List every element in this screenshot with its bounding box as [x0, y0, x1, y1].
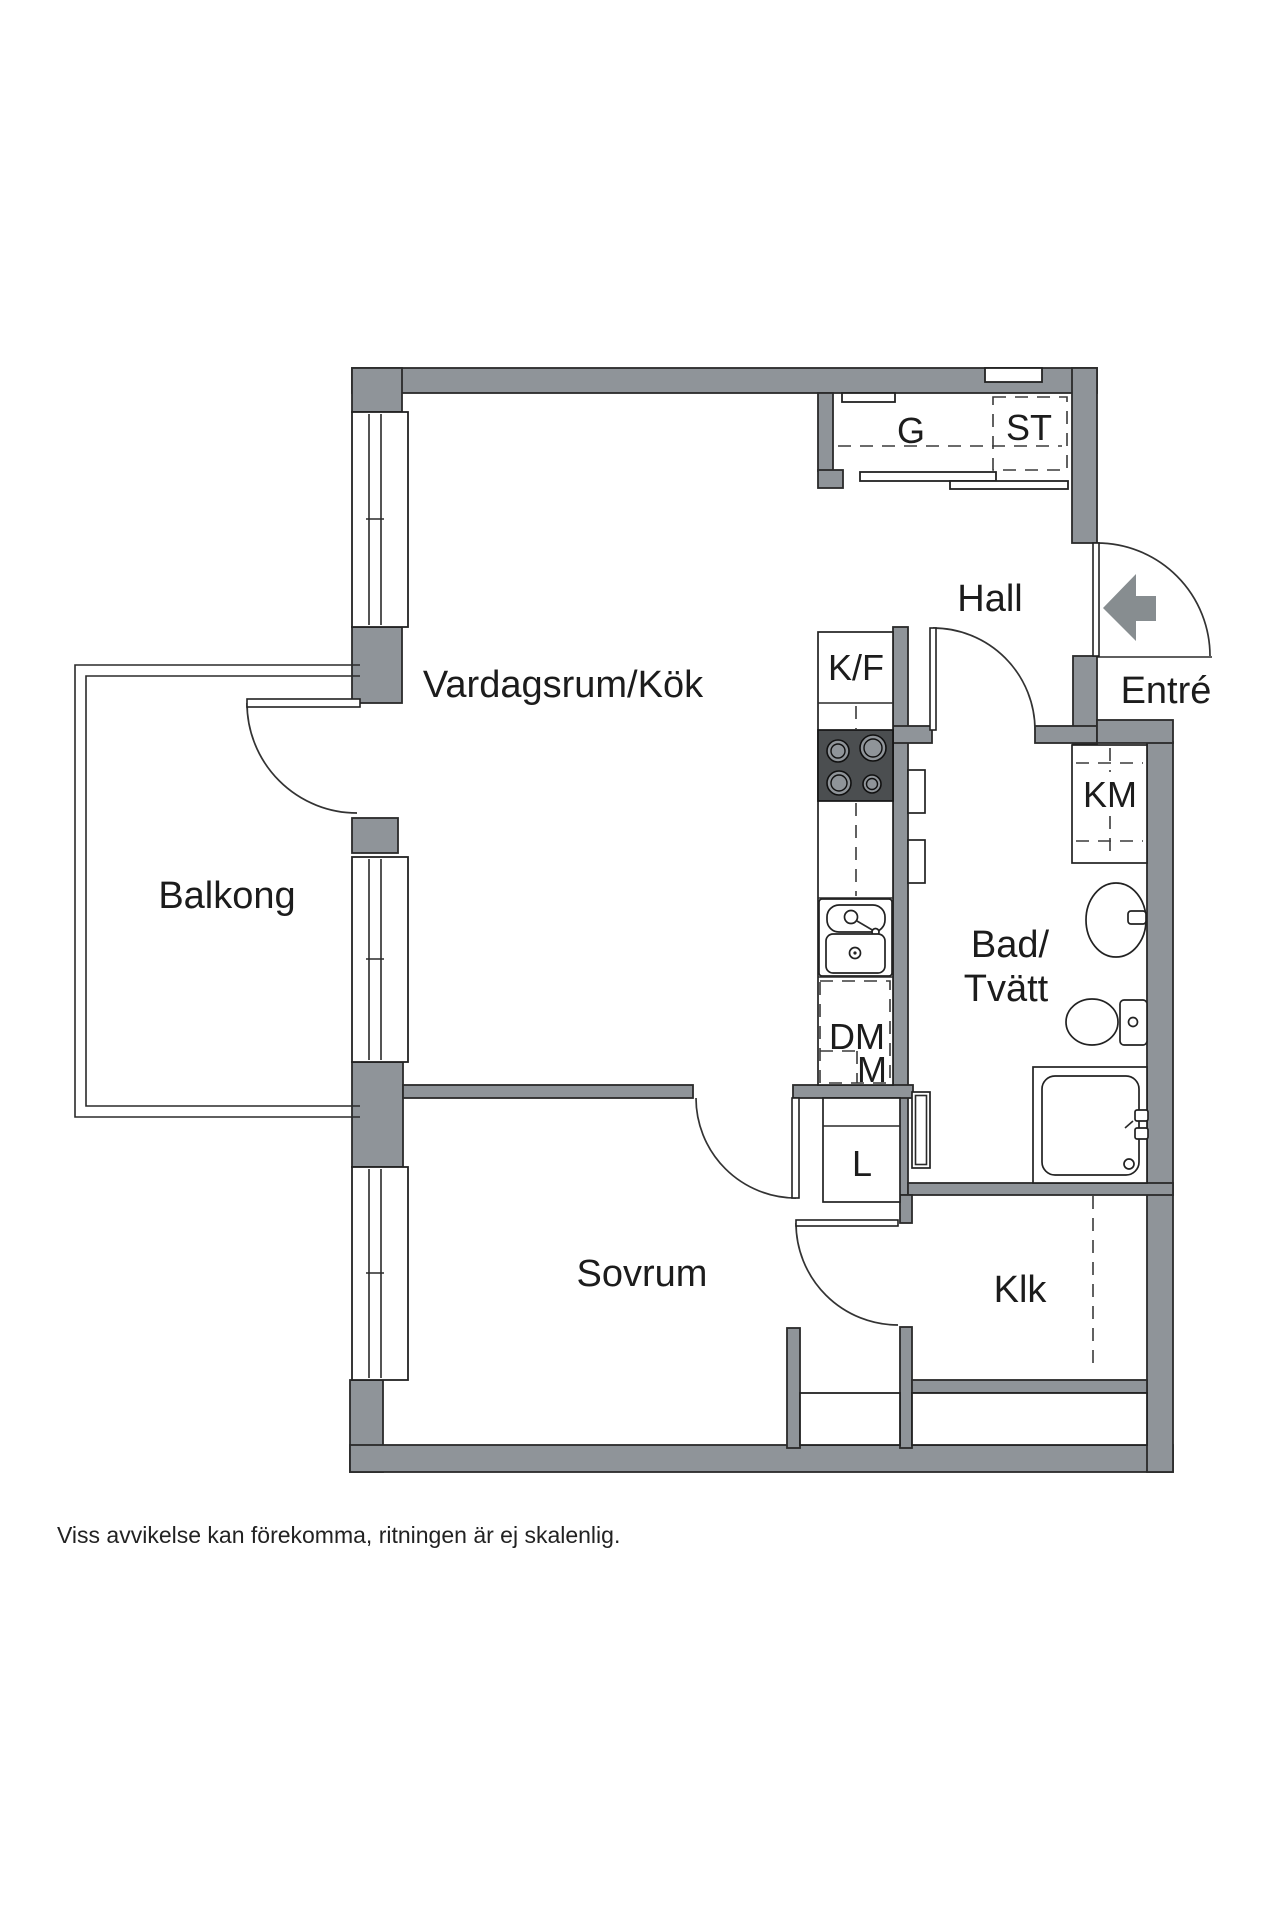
bath-door	[929, 627, 1036, 731]
wall-top-left-corner	[351, 367, 403, 413]
label-wardrobe: G	[897, 410, 925, 451]
wall-right-outer	[1146, 741, 1174, 1473]
label-fridge-freezer: K/F	[828, 647, 884, 688]
stove	[817, 729, 894, 802]
doors	[246, 542, 1212, 1326]
dishwasher-box	[819, 980, 891, 1084]
sliding-door-right	[949, 480, 1069, 490]
bedroom-door	[695, 1097, 800, 1199]
windows	[351, 411, 409, 1381]
wall-left-block3	[351, 1061, 404, 1168]
wall-closet-stub	[817, 392, 834, 472]
wall-bottom	[349, 1444, 1174, 1473]
disclaimer-text: Viss avvikelse kan förekomma, ritningen …	[57, 1522, 621, 1548]
hall-closet	[838, 367, 1069, 490]
wall-klk-west-top	[899, 1194, 913, 1224]
wall-closet-stub-foot	[817, 469, 844, 489]
void-right	[911, 1392, 1148, 1446]
wall-klk-west-bottom	[899, 1326, 913, 1449]
wall-entry-top	[1071, 367, 1098, 544]
label-bath-line2: Tvätt	[964, 968, 1049, 1010]
radiator	[911, 1091, 931, 1169]
klk-door	[795, 1219, 899, 1326]
void-left	[799, 1392, 901, 1446]
wall-hall-south	[1034, 725, 1098, 744]
wall-bath-door-nub	[892, 725, 933, 744]
washing-machine-box	[1071, 744, 1148, 864]
wall-bedroom-north-east	[792, 1084, 914, 1099]
window-bedroom	[351, 1166, 409, 1381]
label-balcony: Balkong	[158, 875, 295, 917]
wall-klk-south	[911, 1379, 1148, 1394]
label-dishwasher: DM	[829, 1016, 885, 1057]
label-microwave: M	[857, 1049, 887, 1090]
sliding-door-left	[859, 471, 997, 482]
balcony-door	[246, 698, 361, 814]
label-entrance: Entré	[1121, 670, 1212, 712]
label-washing-machine: KM	[1083, 774, 1137, 815]
wall-recess	[984, 367, 1043, 383]
toilet	[1065, 998, 1148, 1046]
bath-cabinet-1	[907, 769, 926, 814]
window-balcony-side	[351, 856, 409, 1063]
kitchen-sink	[818, 898, 893, 977]
bath-fixtures	[907, 744, 1149, 1184]
label-storage: ST	[1006, 407, 1052, 448]
entry-arrow-icon	[1100, 570, 1158, 645]
closet-shelf	[841, 392, 896, 403]
wall-entry-niche-south	[1096, 719, 1174, 744]
label-living-kitchen: Vardagsrum/Kök	[423, 664, 704, 706]
kitchen-strip	[817, 631, 894, 1086]
wall-left-block1	[351, 626, 403, 704]
wall-bedroom-east	[786, 1327, 801, 1449]
storage-dashed-box	[992, 396, 1068, 471]
label-linen-closet: L	[852, 1143, 872, 1184]
wash-basin	[1085, 882, 1147, 958]
walls	[349, 367, 1174, 1473]
shower	[1032, 1066, 1149, 1184]
entry-door	[1092, 542, 1212, 658]
wall-bath-south	[907, 1182, 1174, 1196]
label-hall: Hall	[957, 578, 1022, 620]
wall-left-block2	[351, 817, 399, 854]
label-klk: Klk	[994, 1269, 1048, 1311]
window-living	[351, 411, 409, 628]
bath-cabinet-2	[907, 839, 926, 884]
label-bath-line1: Bad/	[971, 924, 1050, 966]
label-bedroom: Sovrum	[577, 1253, 708, 1295]
wall-bedroom-north-west	[402, 1084, 694, 1099]
balcony-outline	[74, 664, 360, 1118]
linen-closet-box	[822, 1097, 901, 1203]
